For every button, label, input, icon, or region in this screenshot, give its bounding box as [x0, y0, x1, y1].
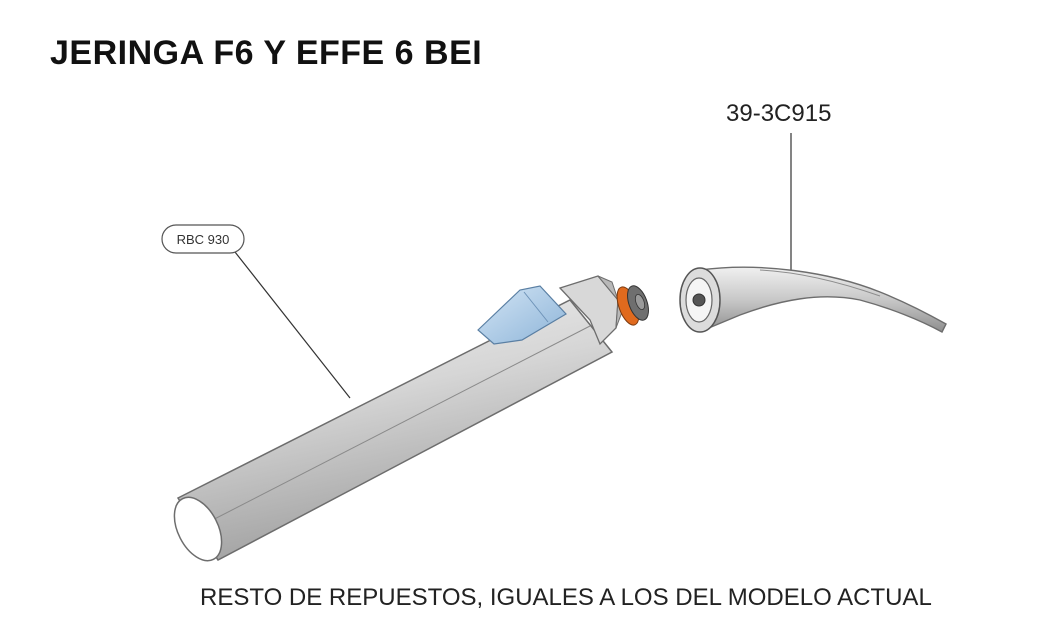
tip-socket	[692, 293, 706, 307]
coupling-nozzle-end	[634, 293, 646, 311]
syringe-tip	[679, 266, 947, 333]
handle-edge-line	[196, 325, 591, 529]
tip-highlight-line	[759, 269, 881, 297]
tip-body	[699, 266, 947, 333]
handle-callout: RBC 930	[161, 224, 351, 399]
page-title: JERINGA F6 Y EFFE 6 BEI	[50, 34, 483, 72]
syringe-handle	[173, 275, 649, 562]
handle-head-facet	[597, 275, 623, 329]
handle-open-end	[173, 496, 223, 562]
handle-callout-bubble	[161, 224, 245, 254]
footer-note: RESTO DE REPUESTOS, IGUALES A LOS DEL MO…	[200, 584, 932, 611]
tip-part-number-label: 39-3C915	[726, 100, 832, 127]
button-window	[477, 285, 567, 345]
handle-leader-line	[234, 251, 351, 399]
handle-body	[176, 299, 614, 561]
button-window-divider	[523, 291, 549, 323]
handle-part-number-label: RBC 930	[177, 232, 230, 247]
